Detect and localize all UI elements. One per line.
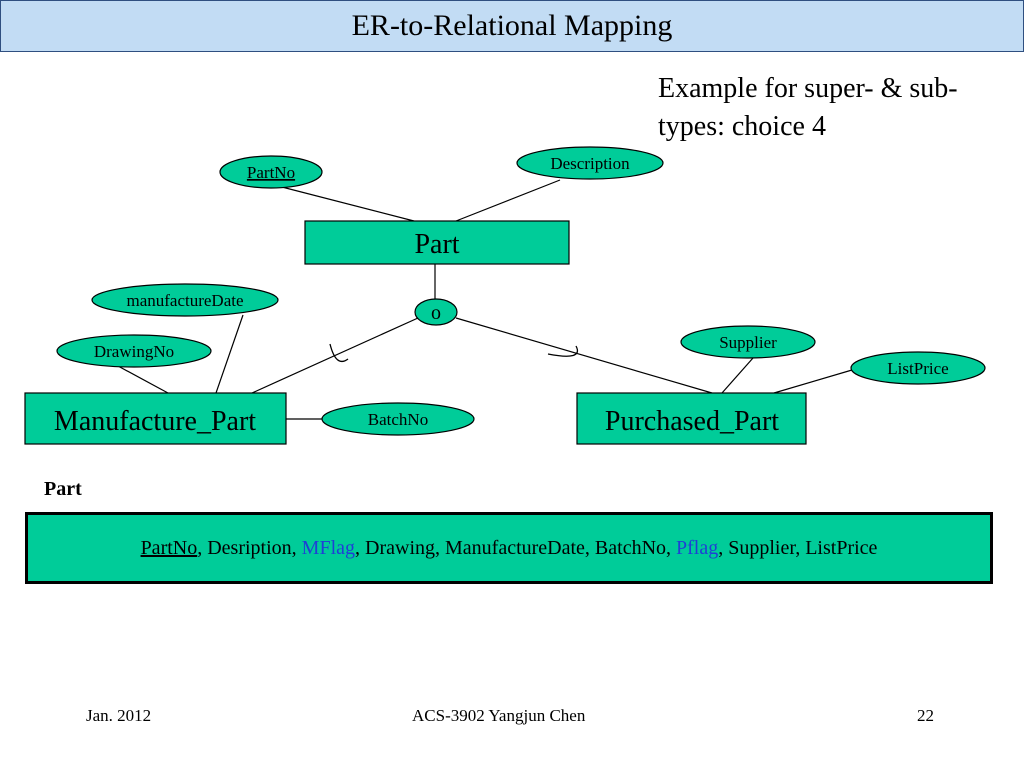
line-o-to-manufacture [251,317,419,394]
attr-supplier-label: Supplier [719,333,777,352]
relation-attrs-3: , Supplier, ListPrice [718,536,878,559]
slide-title-bar: ER-to-Relational Mapping [0,0,1024,52]
line-supplier [721,357,754,394]
attr-batchno: BatchNo [321,402,475,436]
line-manufacturedate [215,314,244,394]
attr-drawingno-label: DrawingNo [94,342,174,361]
relation-schema-box: PartNo, Desription, MFlag, Drawing, Manu… [25,512,993,584]
connector-lines [117,179,853,420]
specialization-symbol: o [431,302,441,324]
overlap-specialization-circle: o [414,298,458,326]
attr-manufacturedate-label: manufactureDate [126,291,243,310]
subset-arc-right [547,345,578,357]
line-partno [277,185,415,222]
attr-description: Description [516,146,664,180]
line-description [455,179,561,222]
entity-part: Part [304,220,570,265]
slide-subtitle: Example for super- & sub-types: choice 4 [658,73,958,142]
relation-name: Part [44,478,82,500]
line-listprice [773,369,853,394]
subset-arc-left [329,343,349,363]
entity-part-label: Part [414,229,459,260]
er-diagram: Part Manufacture_Part Purchased_Part o P… [24,146,986,445]
relation-attrs-1: , Desription, [197,536,302,559]
attr-listprice: ListPrice [850,351,986,385]
entity-purchased-part: Purchased_Part [576,392,807,445]
attr-supplier: Supplier [680,325,816,359]
line-o-to-purchased [455,317,713,394]
line-drawingno [117,365,169,394]
footer-date: Jan. 2012 [86,706,152,725]
attr-drawingno: DrawingNo [56,334,212,368]
relation-pflag: Pflag [676,536,719,559]
attr-partno-label: PartNo [247,163,295,182]
attr-batchno-label: BatchNo [368,410,428,429]
relation-attrs-2: , Drawing, ManufactureDate, BatchNo, [355,536,677,559]
relation-mflag: MFlag [301,536,356,559]
footer-course: ACS-3902 Yangjun Chen [412,706,586,725]
attr-partno: PartNo [219,155,323,189]
attr-description-label: Description [550,154,630,173]
footer-page-number: 22 [917,706,934,725]
entity-manufacture-part: Manufacture_Part [24,392,287,445]
relation-primary-key: PartNo [140,536,198,559]
attr-manufacturedate: manufactureDate [91,283,279,317]
slide-title: ER-to-Relational Mapping [351,9,673,42]
attr-listprice-label: ListPrice [887,359,948,378]
entity-purchased-part-label: Purchased_Part [605,406,779,437]
entity-manufacture-part-label: Manufacture_Part [54,406,256,437]
